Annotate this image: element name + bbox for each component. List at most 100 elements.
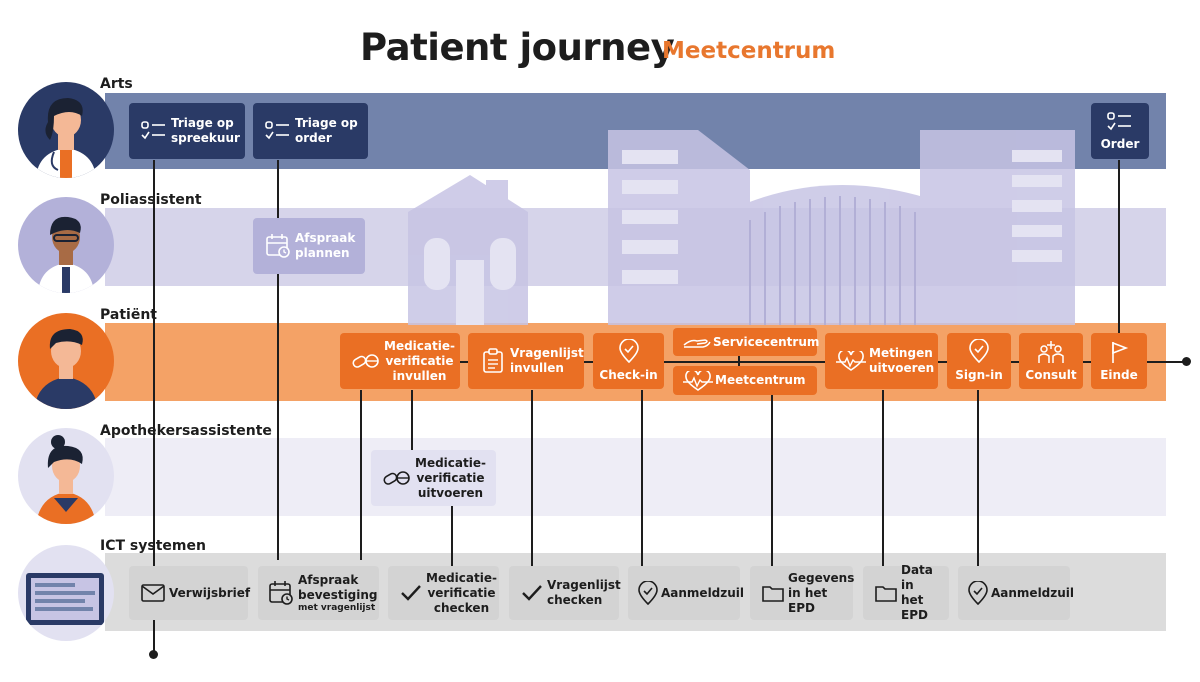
checkmark-icon <box>517 584 547 602</box>
calendar-clock-icon <box>264 580 298 606</box>
meetcentrum-card[interactable]: Meetcentrum <box>673 366 817 395</box>
card-label: Medicatie- <box>426 570 497 585</box>
people-icon <box>1036 340 1066 364</box>
card-label: Sign-in <box>955 368 1003 382</box>
card-label: uitvoeren <box>417 485 484 500</box>
location-check-icon <box>635 581 661 605</box>
card-label: Meetcentrum <box>715 373 806 387</box>
card-sublabel: met vragenlijst <box>298 602 376 613</box>
card-label: spreekuur <box>171 131 240 145</box>
aanmeldzuil-card-2[interactable]: Aanmeldzuil <box>958 566 1074 620</box>
apothekersassistente-avatar <box>18 428 114 524</box>
card-label: Vragenlijst <box>547 578 621 592</box>
card-label: Afspraak <box>295 231 356 245</box>
connector-end-dot <box>149 650 158 659</box>
pills-icon <box>379 468 415 488</box>
card-label: Afspraak <box>298 572 359 587</box>
card-label: Consult <box>1025 367 1077 382</box>
card-label: checken <box>433 600 490 615</box>
order-card[interactable]: Order <box>1091 103 1149 159</box>
card-label: Medicatie- <box>415 455 486 470</box>
consult-card[interactable]: Consult <box>1019 333 1083 389</box>
card-label: uitvoeren <box>869 361 935 375</box>
connector-line <box>1118 160 1120 335</box>
card-label: invullen <box>392 368 447 383</box>
heart-pulse-icon <box>681 370 715 391</box>
hand-icon <box>681 335 713 349</box>
page-subtitle: Meetcentrum <box>662 38 836 64</box>
flag-icon <box>1109 340 1129 364</box>
card-label: checken <box>547 593 603 607</box>
card-label: Einde <box>1100 367 1138 382</box>
card-label: order <box>295 131 332 145</box>
envelope-icon <box>137 584 169 602</box>
connector-line <box>153 160 155 654</box>
location-check-icon <box>618 339 639 363</box>
card-label: invullen <box>510 361 564 375</box>
card-label: Vragenlijst <box>510 346 584 360</box>
checklist-icon <box>137 120 171 142</box>
card-label: Medicatie- <box>384 338 455 353</box>
checklist-icon <box>261 120 295 142</box>
connector-line <box>977 390 979 566</box>
card-label: Triage op <box>295 116 358 130</box>
patient-flow-end-dot <box>1182 357 1191 366</box>
card-label: het EPD <box>901 593 928 622</box>
connector-line <box>882 390 884 566</box>
card-label: in het EPD <box>788 585 828 615</box>
lane-band-apothekersassistente <box>105 438 1166 516</box>
lane-label-apothekersassistente: Apothekersassistente <box>100 423 272 439</box>
lane-label-arts: Arts <box>100 76 133 92</box>
page-title: Patient journey <box>360 26 675 69</box>
connector-line <box>451 506 453 566</box>
aanmeldzuil-card[interactable]: Aanmeldzuil <box>628 566 744 620</box>
card-label: verificatie <box>427 585 496 600</box>
checkmark-icon <box>396 584 426 602</box>
ict-avatar <box>18 545 114 641</box>
lane-label-patient: Patiënt <box>100 307 157 323</box>
card-label: Verwijsbrief <box>169 585 251 600</box>
connector-line <box>277 160 279 560</box>
heart-pulse-icon <box>833 351 869 371</box>
einde-card[interactable]: Einde <box>1091 333 1147 389</box>
patient-flow-line <box>460 361 1185 363</box>
lane-label-poliassistent: Poliassistent <box>100 192 202 208</box>
card-label: Aanmeldzuil <box>991 585 1075 600</box>
location-check-icon <box>965 581 991 605</box>
doctor-avatar <box>18 82 114 178</box>
card-label: verificatie <box>416 470 485 485</box>
card-label: verificatie <box>385 353 454 368</box>
signin-card[interactable]: Sign-in <box>947 333 1011 389</box>
hospital-building-illustration <box>408 130 1075 325</box>
card-label: Metingen <box>869 346 933 360</box>
servicecentrum-card[interactable]: Servicecentrum <box>673 328 820 356</box>
card-label: Servicecentrum <box>713 334 820 349</box>
card-label: Order <box>1100 136 1140 151</box>
card-label: Triage op <box>171 116 234 130</box>
card-label: Aanmeldzuil <box>661 585 745 600</box>
folder-icon <box>871 584 901 602</box>
calendar-clock-icon <box>261 233 295 259</box>
checklist-icon <box>1107 111 1133 133</box>
checkin-card[interactable]: Check-in <box>593 333 664 389</box>
connector-line <box>360 390 362 560</box>
verwijsbrief-card[interactable]: Verwijsbrief <box>129 566 251 620</box>
lane-label-ict: ICT systemen <box>100 538 206 554</box>
connector-line <box>641 390 643 566</box>
card-label: bevestiging <box>298 587 378 602</box>
folder-icon <box>758 584 788 602</box>
card-label: plannen <box>295 246 350 260</box>
